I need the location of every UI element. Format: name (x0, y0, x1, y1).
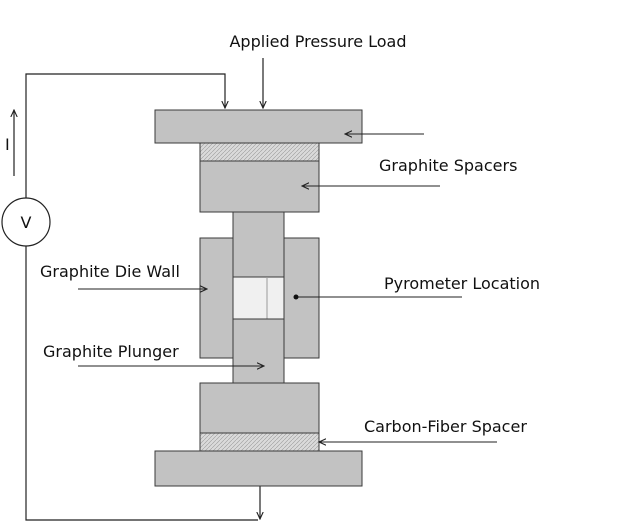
top-graphite-spacer (199, 160, 320, 213)
bottom-graphite-spacer (199, 382, 320, 434)
circuit-wire-top (25, 73, 225, 198)
applied-pressure: Applied Pressure Load (229, 32, 407, 108)
top-carbon-fiber-spacer (199, 142, 320, 162)
annotations: Graphite Spacers Graphite Die Wall Pyrom… (40, 134, 540, 442)
graphite-plunger-label: Graphite Plunger (43, 342, 179, 361)
die-wall-right (283, 237, 320, 359)
current-symbol: I (5, 135, 10, 154)
top-electrode-plate (154, 109, 363, 144)
graphite-spacers-label: Graphite Spacers (379, 156, 517, 175)
carbon-fiber-spacer-label: Carbon-Fiber Spacer (364, 417, 527, 436)
voltmeter-symbol: V (21, 213, 32, 232)
electrical-circuit: V I (1, 73, 260, 521)
bottom-electrode-plate (154, 450, 363, 487)
die-stack (154, 109, 363, 487)
top-plunger (232, 211, 285, 278)
graphite-die-wall-label: Graphite Die Wall (40, 262, 180, 281)
pyrometer-point (293, 294, 299, 300)
applied-pressure-load-label: Applied Pressure Load (229, 32, 406, 51)
circuit-wire-bottom (25, 246, 258, 521)
voltmeter-icon (1, 197, 51, 247)
bottom-plunger (232, 318, 285, 384)
die-wall-left (199, 237, 234, 359)
bottom-carbon-fiber-spacer (199, 432, 320, 452)
pyrometer-location-label: Pyrometer Location (384, 274, 540, 293)
sample (232, 276, 285, 320)
